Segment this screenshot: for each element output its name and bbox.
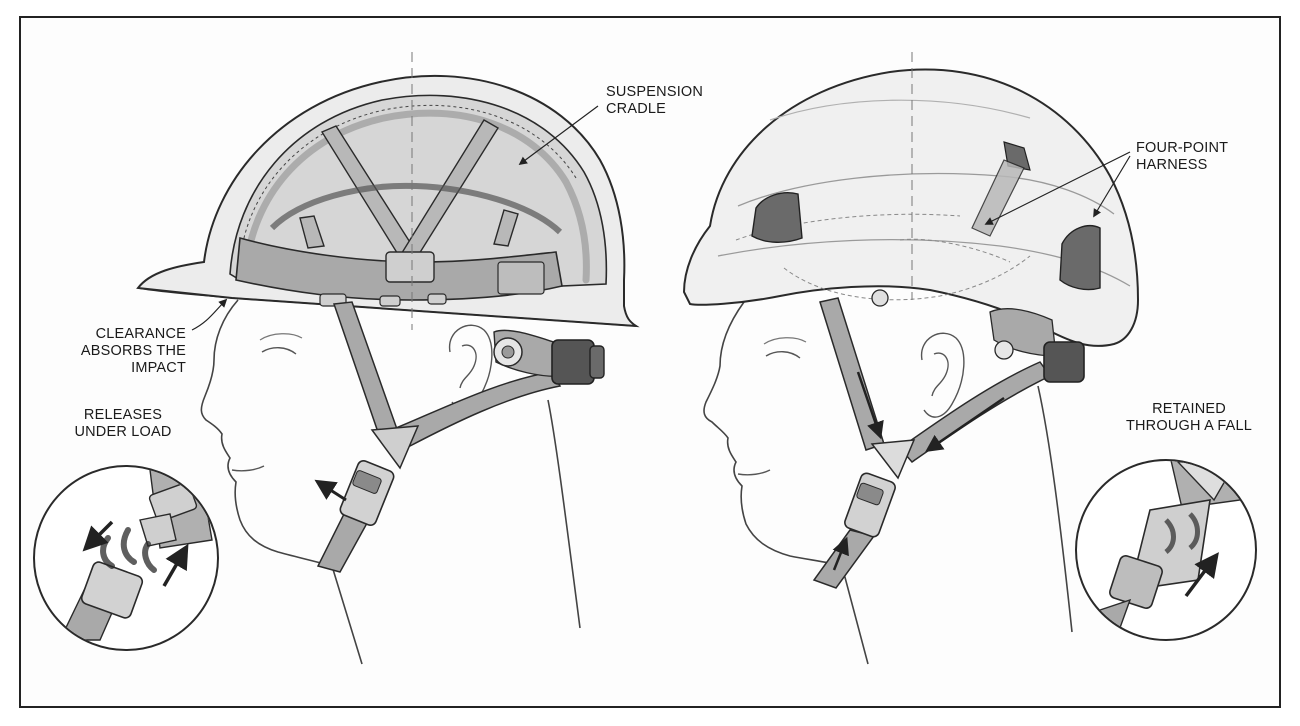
right-neck-back <box>1037 385 1073 633</box>
left-neck-back <box>547 399 581 629</box>
label-four-point-harness: FOUR-POINT HARNESS <box>1136 140 1229 173</box>
right-eye <box>765 351 801 359</box>
right-chin-buckle <box>844 472 896 538</box>
left-suspension-straps <box>269 119 563 265</box>
left-head-profile <box>200 299 363 665</box>
right-head-profile <box>703 301 869 665</box>
leader-four-point-b <box>1093 155 1131 218</box>
label-releases-under-load: RELEASES UNDER LOAD <box>74 407 172 440</box>
left-figure <box>33 52 640 665</box>
left-ratchet-dial <box>493 329 605 385</box>
left-release-arrow <box>314 479 347 502</box>
right-vent-rear <box>1059 225 1101 291</box>
left-eye <box>261 347 297 355</box>
left-chin-straps <box>316 301 562 573</box>
right-mouth <box>737 469 771 476</box>
left-headband-buckle <box>385 251 435 283</box>
left-mouth <box>231 465 265 472</box>
label-suspension-cradle: SUSPENSION CRADLE <box>606 84 704 117</box>
right-inset-buckle-detail <box>1075 459 1257 641</box>
leader-four-point-a <box>984 151 1131 225</box>
left-chin-buckle <box>339 460 395 526</box>
right-rear-adjuster <box>989 308 1085 383</box>
leader-clearance <box>191 298 228 331</box>
right-helmet-shell <box>682 68 1140 347</box>
label-clearance: CLEARANCE ABSORBS THE IMPACT <box>80 326 186 376</box>
left-inset-buckle-detail <box>33 465 219 651</box>
right-figure <box>682 52 1257 665</box>
right-ear <box>920 332 965 418</box>
leader-suspension-cradle <box>518 105 599 166</box>
label-retained-through-fall: RETAINED THROUGH A FALL <box>1125 401 1253 434</box>
right-vent-front <box>751 192 803 243</box>
